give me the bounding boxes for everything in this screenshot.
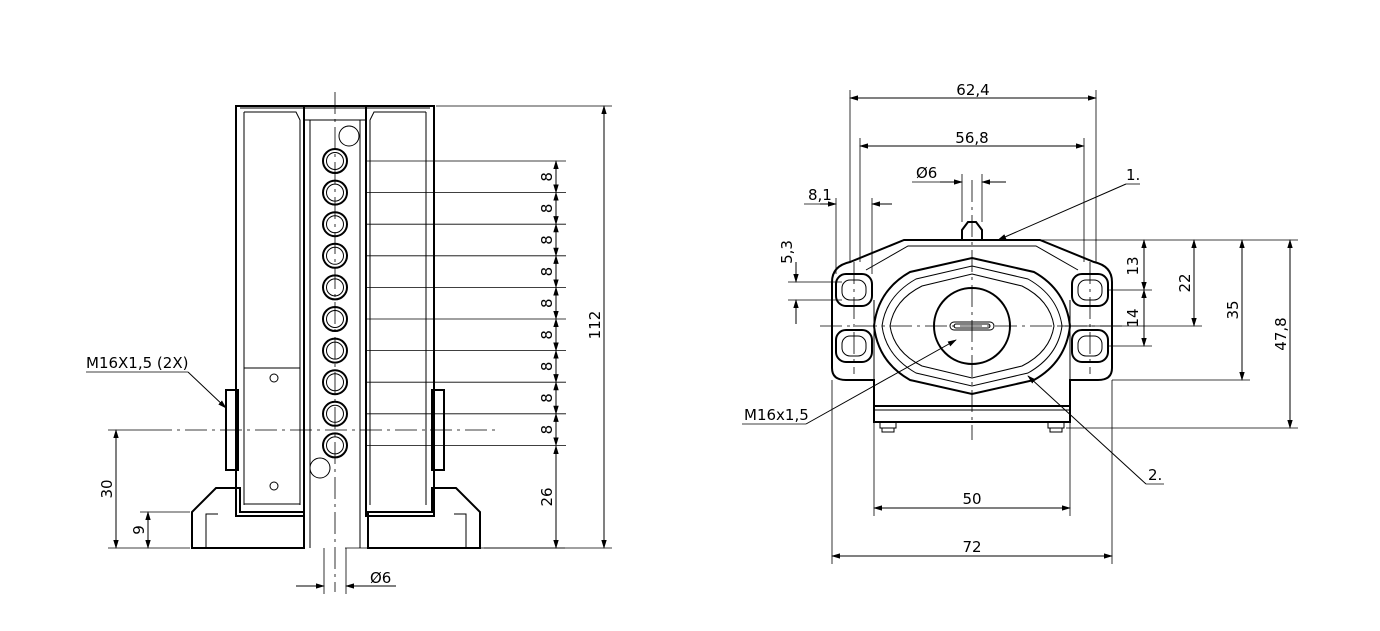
dim-56-8: 56,8 xyxy=(955,129,988,147)
dim-14: 14 xyxy=(1124,308,1142,327)
dim-26: 26 xyxy=(538,487,556,506)
dim-8-1: 8,1 xyxy=(808,186,832,204)
dim-5-3: 5,3 xyxy=(778,240,796,264)
pitch-dim-label: 8 xyxy=(538,172,556,182)
dim-72: 72 xyxy=(962,538,981,556)
side-base-right xyxy=(367,487,481,549)
side-body-right xyxy=(365,105,435,517)
front-led-diameter: Ø6 xyxy=(916,164,937,182)
side-thread-callout: M16X1,5 (2X) xyxy=(86,354,188,372)
pitch-dim-label: 8 xyxy=(538,235,556,245)
dim-9: 9 xyxy=(130,525,148,535)
pitch-dim-label: 8 xyxy=(538,393,556,403)
dim-47-8: 47,8 xyxy=(1272,317,1290,350)
pitch-dim-label: 8 xyxy=(538,298,556,308)
side-mount-plate xyxy=(243,367,301,505)
dim-35: 35 xyxy=(1224,300,1242,319)
side-led-diameter: Ø6 xyxy=(370,569,391,587)
dim-13: 13 xyxy=(1124,256,1142,275)
dim-112: 112 xyxy=(586,311,604,340)
front-thread-callout: M16x1,5 xyxy=(744,406,809,424)
side-base-left xyxy=(191,487,305,549)
callout-1: 1. xyxy=(1126,166,1140,184)
dim-62-4: 62,4 xyxy=(956,81,989,99)
side-top-hole xyxy=(338,125,360,147)
dim-22: 22 xyxy=(1176,273,1194,292)
pitch-dim-label: 8 xyxy=(538,330,556,340)
dim-50: 50 xyxy=(962,490,981,508)
side-bottom-hole xyxy=(309,457,331,479)
side-view: 8 8 8 8 8 8 8 8 8 26 112 30 9 M16X1,5 (2X) Ø6 xyxy=(86,92,612,594)
dim-30: 30 xyxy=(98,479,116,498)
pitch-dim-label: 8 xyxy=(538,362,556,372)
pitch-dimensions: 8 8 8 8 8 8 8 8 8 xyxy=(366,160,566,447)
callout-2: 2. xyxy=(1148,466,1162,484)
pitch-dim-label: 8 xyxy=(538,204,556,214)
pitch-dim-label: 8 xyxy=(538,425,556,435)
pitch-dim-label: 8 xyxy=(538,267,556,277)
side-body-left xyxy=(235,105,305,517)
front-view: 62,4 56,8 Ø6 8,1 5,3 13 xyxy=(742,81,1298,564)
